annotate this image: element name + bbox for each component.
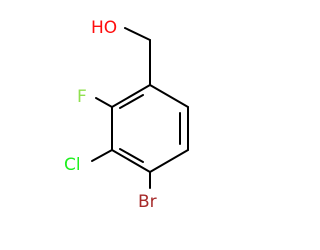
bond-oxygen-methylene [124,27,151,41]
double-bond-c2-c1 [119,94,144,109]
bonds [91,27,189,189]
bond-ring-c4-c3 [111,149,151,173]
hydroxyl-label: HO [91,18,117,38]
bond-ring-c2-c1 [111,84,151,108]
bond-c2-fluorine [95,97,113,108]
structure-canvas: HO F Cl Br [64,18,189,212]
chlorine-label: Cl [64,155,81,175]
bond-ring-c1-c6 [149,84,189,108]
bromine-label: Br [138,192,157,212]
bond-c3-chlorine [91,149,113,162]
double-bond-c4-c3 [119,148,144,163]
bond-ring-c5-c4 [149,149,189,173]
fluorine-label: F [77,87,87,107]
molecule-structure: HO F Cl Br [64,18,189,212]
